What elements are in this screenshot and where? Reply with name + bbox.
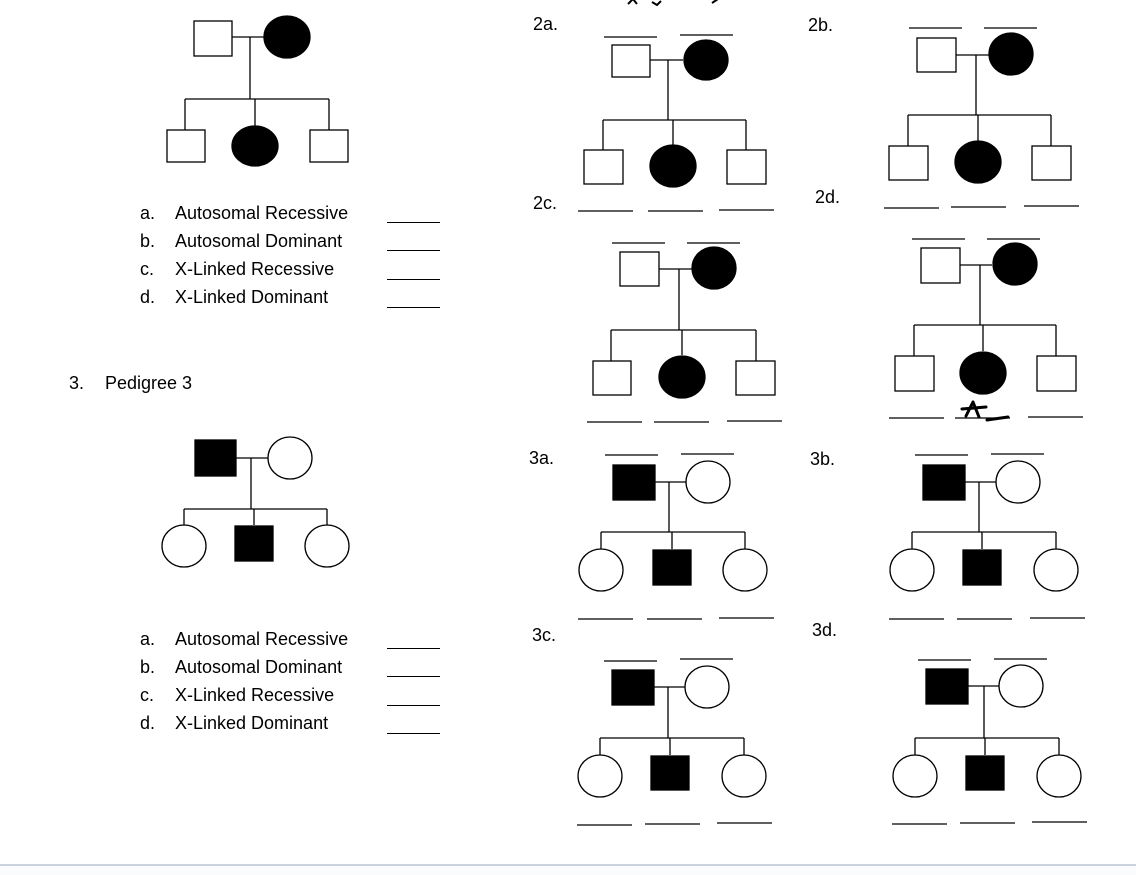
daughter-unaffected [161,524,207,568]
option-text: Autosomal Dominant [175,231,343,251]
pedigree-2d [889,238,1083,422]
handwritten-answer-mark [960,400,1010,422]
subfigure-label-3c: 3c. [532,625,557,645]
option-text: Autosomal Dominant [175,657,343,677]
father-unaffected [193,20,233,57]
viewer-bottom-area [0,866,1136,875]
option-text: X-Linked Dominant [175,287,329,307]
pedigree-2b [884,27,1079,209]
answer-blank[interactable] [387,279,440,280]
subfigure-label-2a: 2a. [533,14,559,34]
answer-blank[interactable] [387,250,440,251]
option-letter: b. [140,657,156,677]
son-unaffected [166,129,206,163]
pedigree-3b [889,453,1085,620]
subfigure-label-2c: 2c. [533,193,558,213]
option-letter: c. [140,259,155,279]
pedigree-2a [578,34,774,212]
pedigree-3c [577,658,772,826]
daughter-affected [231,125,279,167]
son-affected [234,525,274,562]
answer-blank[interactable] [387,676,440,677]
subfigure-label-2d: 2d. [815,187,841,207]
subfigure-label-2b: 2b. [808,15,834,35]
answer-blank[interactable] [387,705,440,706]
option-text: Autosomal Recessive [175,203,349,223]
subfigure-label-3d: 3d. [812,620,838,640]
option-letter: d. [140,713,156,733]
option-letter: d. [140,287,156,307]
pedigree-2c [587,242,782,423]
mother-affected [263,15,311,59]
answer-blank[interactable] [387,222,440,223]
son-unaffected [309,129,349,163]
answer-blank[interactable] [387,307,440,308]
option-text: X-Linked Recessive [175,259,335,279]
mother-unaffected [267,436,313,480]
pedigree-3a [578,453,774,620]
section3-number: 3. [69,373,85,393]
pedigree-2-main [166,15,349,167]
option-letter: a. [140,203,156,223]
pedigree-3-main [161,436,350,568]
option-text: Autosomal Recessive [175,629,349,649]
daughter-unaffected [304,524,350,568]
answer-blank[interactable] [387,648,440,649]
option-letter: b. [140,231,156,251]
option-text: X-Linked Dominant [175,713,329,733]
section3-title: Pedigree 3 [105,373,193,393]
subfigure-label-3b: 3b. [810,449,836,469]
cropped-handwriting-top [627,0,719,7]
pedigree-3d [892,658,1087,825]
option-letter: c. [140,685,155,705]
subfigure-label-3a: 3a. [529,448,555,468]
option-letter: a. [140,629,156,649]
viewer-bottom-border [0,864,1136,866]
answer-blank[interactable] [387,733,440,734]
father-affected [194,439,237,477]
option-text: X-Linked Recessive [175,685,335,705]
